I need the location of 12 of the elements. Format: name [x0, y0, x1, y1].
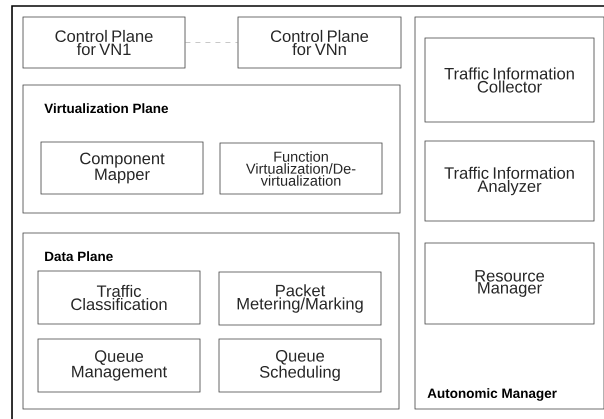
process-box: Function Virtualization/De-virtualization — [220, 142, 382, 194]
process-box: Resource Manager — [424, 242, 594, 324]
connector-line — [184, 42, 238, 43]
process-box: Control Plane for VN1 — [22, 16, 186, 68]
process-box: Traffic Information Collector — [424, 38, 594, 122]
process-box: Component Mapper — [40, 142, 204, 194]
process-box: Traffic Information Analyzer — [424, 140, 594, 222]
process-box: Queue Scheduling — [218, 338, 382, 392]
process-box: Traffic Classification — [38, 270, 200, 324]
process-box: Queue Management — [38, 338, 200, 392]
process-box: Packet Metering/Marking — [218, 272, 382, 326]
process-box: Control Plane for VNn — [238, 16, 402, 68]
